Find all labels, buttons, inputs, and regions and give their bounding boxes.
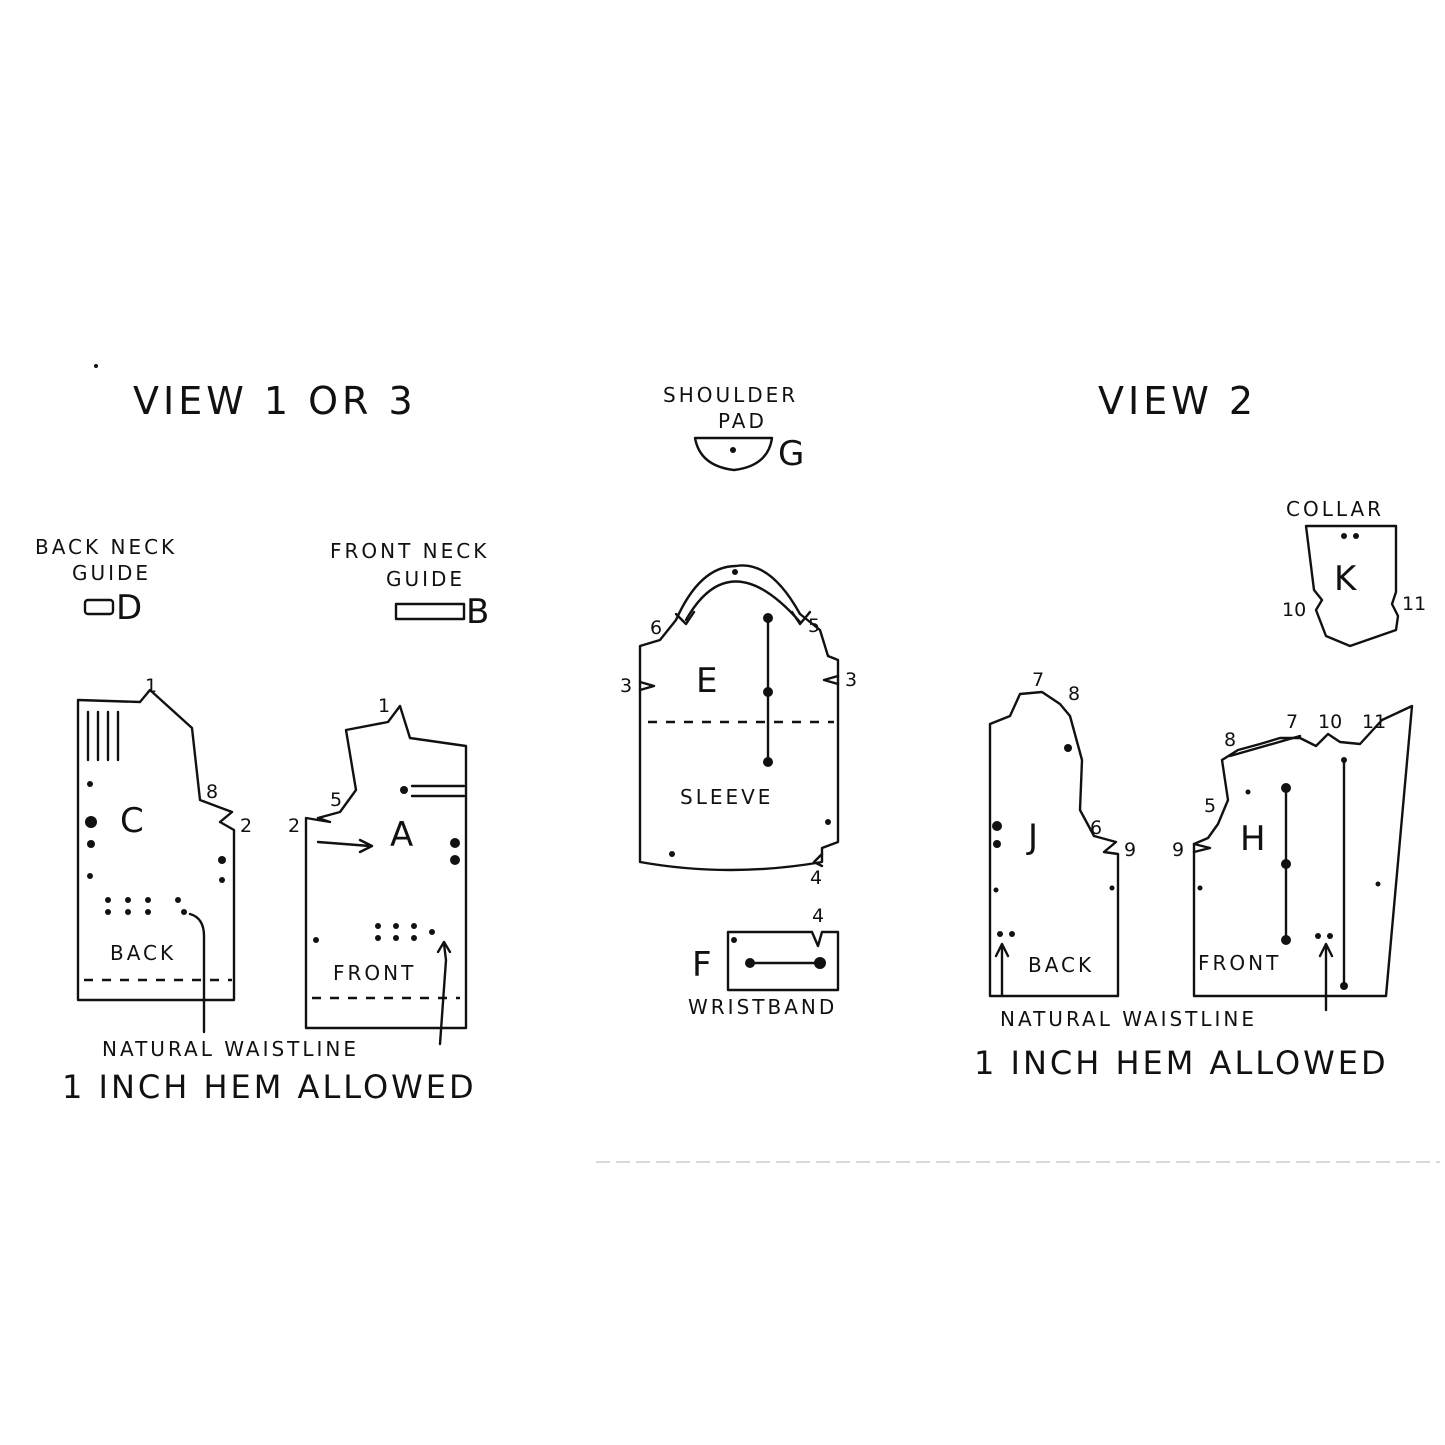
view2-hem-label: 1 INCH HEM ALLOWED: [974, 1044, 1389, 1082]
wristband-piece: F WRISTBAND 4: [688, 905, 840, 1019]
view13-waistline-label: NATURAL WAISTLINE: [102, 1037, 359, 1061]
shoulder-pad-label-line1: SHOULDER: [663, 383, 798, 407]
view2-back-notch-9: 9: [1124, 839, 1136, 861]
view2-front-piece: H FRONT 8 7 10 11 5 9: [1172, 704, 1414, 1012]
view13-back-name: BACK: [110, 941, 176, 965]
view2-front-notch-9: 9: [1172, 839, 1184, 861]
view2-back-notch-7: 7: [1032, 669, 1044, 691]
view2-front-name: FRONT: [1198, 951, 1281, 975]
collar-notch-11: 11: [1402, 593, 1426, 615]
view13-front-letter: A: [390, 815, 413, 855]
view2-back-notch-6: 6: [1090, 817, 1102, 839]
scan-speck: [94, 364, 98, 368]
sleeve-letter: E: [696, 661, 717, 701]
view13-front-piece: A FRONT 1 5 2: [288, 695, 468, 1046]
view13-front-notch-2: 2: [288, 815, 300, 837]
view2-front-letter: H: [1240, 819, 1266, 859]
view2-front-notch-11: 11: [1362, 711, 1386, 733]
view2-back-name: BACK: [1028, 953, 1094, 977]
front-neck-guide-letter: B: [466, 592, 489, 632]
view13-back-letter: C: [120, 801, 144, 841]
view13-back-piece: C BACK 1 8 2: [76, 675, 252, 1034]
sleeve-notch-3-left: 3: [620, 675, 632, 697]
sleeve-notch-6: 6: [650, 617, 662, 639]
sleeve-notch-4: 4: [810, 867, 822, 889]
back-neck-guide-label-line1: BACK NECK: [35, 535, 177, 559]
wristband-letter: F: [692, 945, 712, 985]
sleeve-name: SLEEVE: [680, 785, 773, 809]
shoulder-pad-piece: SHOULDER PAD G: [663, 383, 804, 474]
view-2-heading: VIEW 2: [1098, 379, 1257, 423]
view13-hem-label: 1 INCH HEM ALLOWED: [62, 1068, 477, 1106]
back-neck-guide-letter: D: [116, 588, 142, 628]
view2-back-piece: J BACK 7 8 6 9: [988, 669, 1136, 998]
view2-waistline-label: NATURAL WAISTLINE: [1000, 1007, 1257, 1031]
view13-front-name: FRONT: [333, 961, 416, 985]
view2-front-notch-10: 10: [1318, 711, 1342, 733]
view2-front-notch-5: 5: [1204, 795, 1216, 817]
view13-front-notch-5: 5: [330, 789, 342, 811]
view13-back-notch-1: 1: [145, 675, 157, 697]
front-neck-guide-label-line1: FRONT NECK: [330, 539, 489, 563]
view-1-or-3-heading: VIEW 1 OR 3: [133, 379, 417, 423]
back-neck-guide-piece: BACK NECK GUIDE D: [35, 535, 177, 628]
view13-back-notch-8: 8: [206, 781, 218, 803]
front-neck-guide-piece: FRONT NECK GUIDE B: [330, 539, 489, 632]
shoulder-pad-letter: G: [778, 434, 804, 474]
view2-back-letter: J: [1026, 817, 1038, 857]
shoulder-pad-label-line2: PAD: [718, 409, 767, 433]
sleeve-notch-5: 5: [808, 615, 820, 637]
back-neck-guide-label-line2: GUIDE: [72, 561, 151, 585]
wristband-name: WRISTBAND: [688, 995, 837, 1019]
view2-front-notch-8: 8: [1224, 729, 1236, 751]
view2-front-notch-7: 7: [1286, 711, 1298, 733]
view2-back-notch-8: 8: [1068, 683, 1080, 705]
sleeve-notch-3-right: 3: [845, 669, 857, 691]
view13-back-notch-2: 2: [240, 815, 252, 837]
sleeve-piece: E SLEEVE 6 5 3 3 4: [620, 564, 857, 889]
collar-piece: COLLAR K 10 11: [1282, 497, 1426, 648]
front-neck-guide-label-line2: GUIDE: [386, 567, 465, 591]
collar-notch-10: 10: [1282, 599, 1306, 621]
wristband-notch-4: 4: [812, 905, 824, 927]
view13-front-notch-1: 1: [378, 695, 390, 717]
collar-name: COLLAR: [1286, 497, 1384, 521]
collar-letter: K: [1334, 559, 1358, 599]
